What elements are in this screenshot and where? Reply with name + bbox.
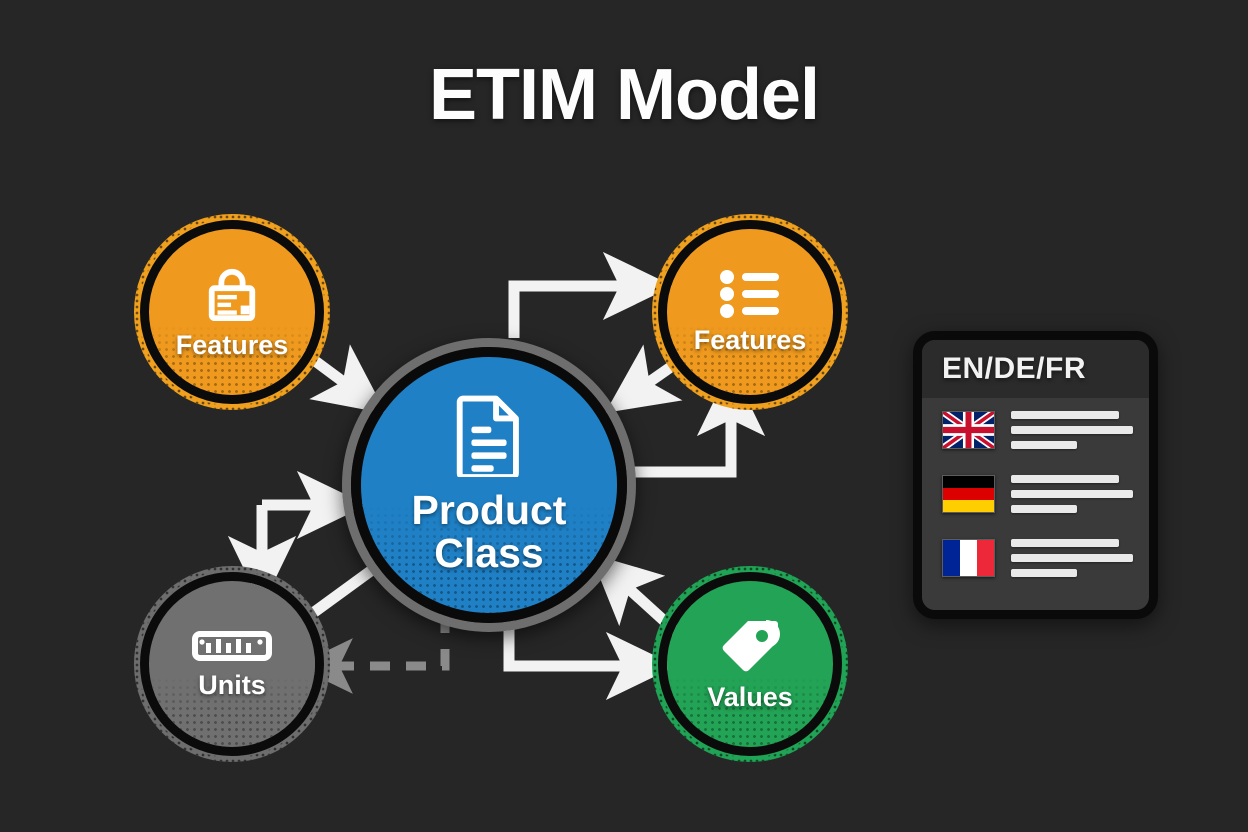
- text-line: [1011, 426, 1133, 434]
- features-right-label: Features: [693, 324, 807, 355]
- node-features-right[interactable]: Features: [652, 214, 848, 410]
- text-line: [1011, 490, 1133, 498]
- text-line: [1011, 475, 1119, 483]
- units-label: Units: [198, 669, 266, 700]
- text-line: [1011, 539, 1119, 547]
- text-line: [1011, 569, 1077, 577]
- center-node-label-line2: Class: [434, 530, 544, 576]
- center-black-ring: [351, 347, 627, 623]
- ruler-icon: [192, 630, 272, 661]
- node-features-left[interactable]: Features: [134, 214, 330, 410]
- document-icon: [456, 395, 519, 477]
- features-left-label: Features: [175, 329, 289, 360]
- units-disc: [149, 581, 315, 747]
- language-row-fr[interactable]: [922, 526, 1149, 590]
- center-outer-ring: [342, 338, 636, 632]
- language-row-en-lines: [1011, 411, 1149, 449]
- node-product-class[interactable]: Product Class: [342, 338, 636, 632]
- center-node-label: Product Class: [411, 486, 567, 576]
- germany-flag: [942, 475, 995, 513]
- text-line: [1011, 411, 1119, 419]
- language-row-fr-lines: [1011, 539, 1149, 577]
- center-node-label-line1: Product: [411, 486, 567, 533]
- language-panel[interactable]: EN/DE/FR: [913, 331, 1158, 619]
- language-row-en[interactable]: [922, 398, 1149, 462]
- price-tag-icon: [722, 619, 780, 672]
- text-line: [1011, 441, 1077, 449]
- lock-list-icon: [208, 268, 256, 321]
- language-panel-header: EN/DE/FR: [922, 340, 1149, 398]
- values-label: Values: [707, 681, 793, 712]
- line-units-to-center: [309, 565, 376, 618]
- text-line: [1011, 505, 1077, 513]
- uk-flag: [942, 411, 995, 449]
- france-flag: [942, 539, 995, 577]
- bullet-list-icon: [720, 269, 779, 318]
- arrow-center-to-values: [503, 617, 677, 701]
- page-title: ETIM Model: [429, 55, 820, 135]
- arrow-dashed-center-to-units: [295, 613, 450, 694]
- arrow-center-to-features-right-side: [634, 365, 766, 478]
- arrow-center-to-features-right-top: [508, 251, 674, 338]
- language-panel-title: EN/DE/FR: [942, 352, 1087, 385]
- language-row-de[interactable]: [922, 462, 1149, 526]
- node-units[interactable]: Units: [134, 566, 330, 762]
- text-line: [1011, 554, 1133, 562]
- node-values[interactable]: Values: [652, 566, 848, 762]
- language-row-de-lines: [1011, 475, 1149, 513]
